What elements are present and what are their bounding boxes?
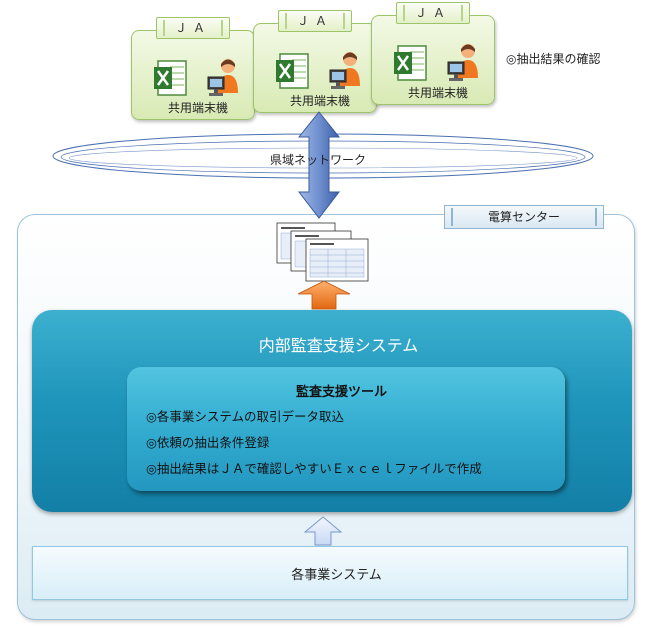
terminal-card-3: ＪＡ 共用端末機 (371, 2, 495, 105)
documents-stack-icon (276, 222, 369, 282)
terminal-label: 共用端末機 (290, 94, 351, 108)
tool-item-conditions: ◎依頼の抽出条件登録 (146, 435, 270, 450)
output-up-arrow (297, 280, 351, 310)
terminal-card-1: ＪＡ 共用端末機 (131, 17, 255, 120)
business-systems-label: 各事業システム (291, 568, 382, 583)
terminal-label: 共用端末機 (408, 86, 469, 100)
ja-tag: ＪＡ (156, 17, 230, 39)
ja-tag: ＪＡ (278, 10, 352, 32)
terminal-card-2: ＪＡ 共用端末機 (253, 10, 377, 113)
business-systems-box (32, 546, 628, 600)
input-up-arrow (303, 516, 343, 546)
user-at-computer-icon (329, 52, 360, 89)
tool-item-excel-output: ◎抽出結果はＪＡで確認しやすいＥｘｃｅｌファイルで作成 (146, 461, 482, 476)
tool-item-import: ◎各事業システムの取引データ取込 (146, 409, 345, 424)
excel-icon (276, 53, 309, 89)
computer-center-label: 電算センター (444, 205, 604, 229)
user-at-computer-icon (447, 44, 478, 81)
excel-icon (154, 60, 187, 96)
extraction-result-note: ◎抽出結果の確認 (506, 52, 601, 66)
ja-tag: ＪＡ (396, 2, 470, 24)
excel-icon (394, 45, 427, 81)
internal-audit-system-title: 内部監査支援システム (258, 336, 419, 355)
prefecture-network-label: 県域ネットワーク (270, 153, 367, 167)
audit-support-tool-title: 監査支援ツール (296, 385, 388, 400)
audit-support-tool-box (127, 367, 565, 491)
user-at-computer-icon (207, 59, 238, 96)
terminal-label: 共用端末機 (168, 101, 229, 115)
